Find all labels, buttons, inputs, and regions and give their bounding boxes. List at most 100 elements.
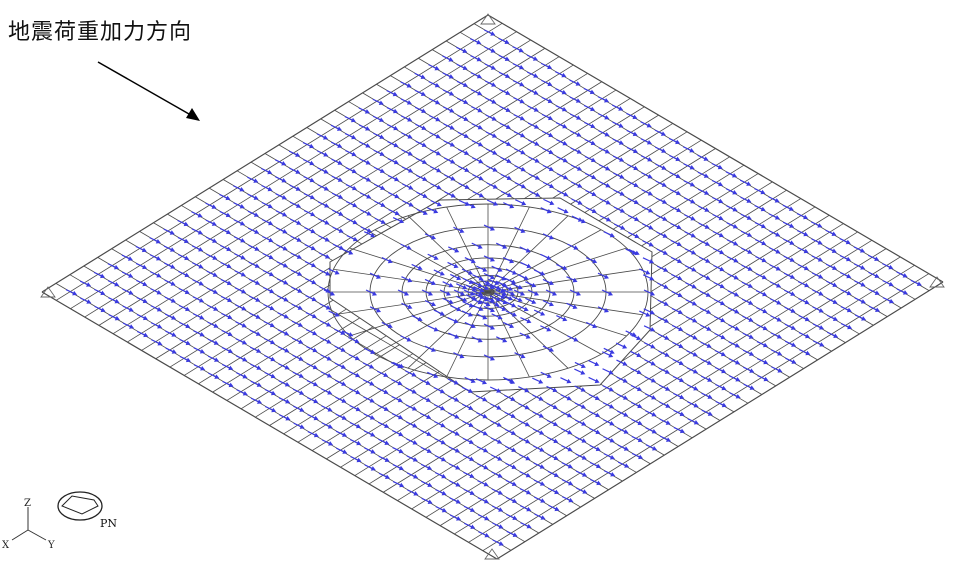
load-arrow: [812, 306, 824, 313]
load-arrow: [715, 383, 727, 391]
load-arrow: [756, 323, 768, 331]
load-arrow: [289, 184, 301, 191]
load-arrow: [698, 239, 710, 246]
load-arrow: [453, 289, 465, 296]
load-arrow: [506, 530, 518, 538]
load-arrow: [305, 277, 317, 285]
load-arrow: [486, 165, 498, 172]
load-arrow: [598, 164, 611, 171]
load-arrow: [796, 213, 809, 220]
load-arrow: [714, 349, 726, 357]
load-arrow: [811, 238, 823, 245]
load-arrow: [500, 190, 513, 198]
load-arrow: [495, 274, 507, 281]
load-arrow: [826, 297, 838, 304]
radial-spoke: [487, 268, 643, 293]
load-arrow: [557, 190, 569, 197]
load-arrow: [453, 352, 465, 359]
load-arrow: [585, 206, 597, 214]
load-arrow: [420, 463, 433, 470]
load-arrow: [489, 386, 502, 393]
load-arrow: [656, 231, 668, 238]
load-arrow: [668, 137, 681, 145]
load-arrow: [570, 130, 582, 137]
load-arrow: [319, 320, 332, 327]
load-arrow: [136, 296, 148, 304]
load-arrow: [711, 179, 724, 187]
load-arrow: [854, 280, 866, 287]
load-arrow: [768, 230, 781, 237]
radial-spoke: [487, 291, 643, 316]
load-arrow: [277, 329, 290, 336]
load-arrow: [840, 323, 853, 330]
load-arrow: [323, 289, 335, 296]
load-arrow: [483, 305, 495, 313]
load-arrow: [359, 192, 372, 199]
load-arrow: [584, 138, 596, 146]
load-arrow: [330, 124, 342, 131]
load-arrow: [472, 274, 484, 281]
load-arrow: [528, 173, 540, 180]
load-arrow: [249, 329, 261, 336]
load-arrow: [397, 289, 409, 296]
load-arrow: [364, 464, 376, 471]
load-arrow: [768, 196, 780, 203]
load-arrow: [840, 289, 852, 296]
load-arrow: [490, 403, 502, 410]
load-arrow: [179, 321, 191, 329]
load-arrow: [713, 298, 726, 306]
load-arrow: [701, 409, 713, 416]
load-arrow: [303, 175, 315, 183]
load-arrow: [630, 350, 642, 358]
load-arrow: [743, 366, 755, 373]
load-arrow: [342, 248, 354, 255]
load-arrow: [616, 393, 629, 400]
load-arrow: [532, 394, 544, 401]
load-arrow: [447, 317, 459, 324]
load-arrow: [685, 282, 697, 289]
load-arrow: [463, 289, 475, 296]
load-arrow: [826, 331, 839, 338]
load-arrow: [547, 453, 559, 461]
direction-arrow-icon: [97, 61, 200, 121]
load-arrow: [556, 263, 568, 271]
load-arrow: [518, 403, 530, 410]
load-arrow: [464, 321, 476, 329]
load-arrow: [164, 262, 176, 269]
load-arrow: [321, 422, 333, 429]
load-arrow: [363, 231, 376, 238]
load-arrow: [825, 246, 837, 253]
load-arrow: [94, 288, 106, 296]
load-arrow: [477, 497, 489, 504]
load-arrow: [178, 304, 191, 312]
load-arrow: [742, 315, 754, 322]
load-arrow: [556, 173, 569, 180]
load-arrow: [335, 396, 347, 403]
load-arrow: [462, 437, 474, 445]
load-arrow: [387, 175, 400, 182]
load-arrow: [478, 531, 490, 538]
load-arrow: [910, 279, 922, 287]
load-arrow: [504, 411, 516, 419]
radial-spoke: [487, 206, 530, 293]
load-arrow: [575, 470, 588, 477]
load-arrow: [684, 214, 696, 221]
load-arrow: [414, 106, 427, 113]
load-arrow: [599, 198, 611, 205]
load-arrow: [585, 321, 598, 329]
load-arrow: [659, 401, 671, 408]
load-arrow: [236, 389, 248, 396]
load-arrow: [603, 436, 615, 443]
load-arrow: [533, 479, 545, 486]
load-arrow: [569, 289, 581, 296]
load-arrow: [517, 305, 529, 312]
load-arrow: [471, 242, 483, 249]
load-arrow: [415, 123, 427, 130]
load-arrow: [571, 181, 583, 188]
load-arrow: [307, 396, 319, 404]
load-arrow: [770, 315, 782, 322]
load-arrow: [349, 422, 361, 429]
load-arrow: [135, 262, 148, 270]
load-arrow: [754, 187, 766, 195]
load-arrow: [797, 281, 810, 288]
